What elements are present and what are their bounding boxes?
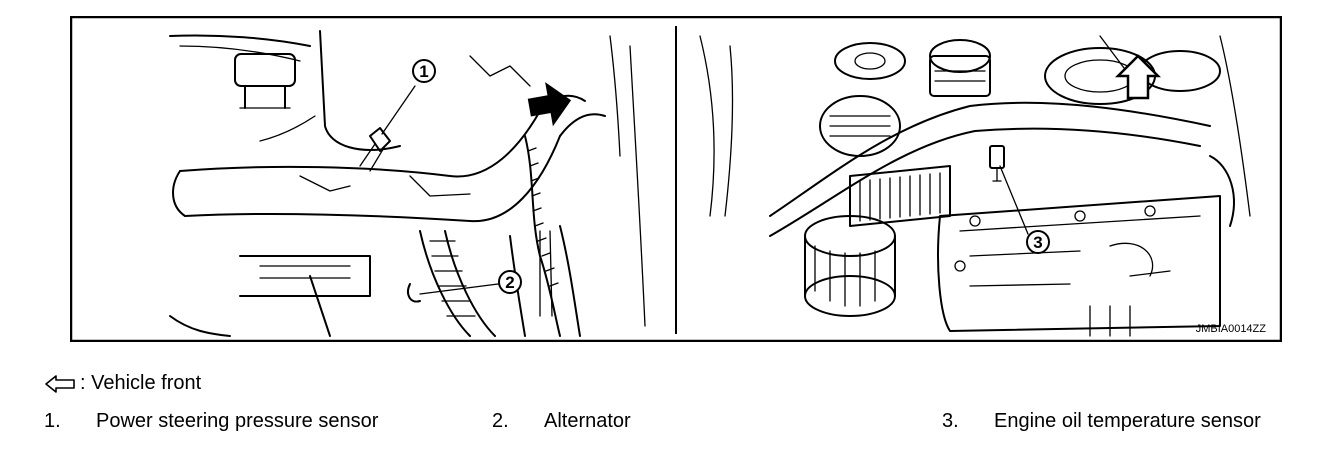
image-code: JMBIA0014ZZ (1196, 323, 1267, 335)
part-2-name: Alternator (544, 410, 631, 432)
vehicle-front-legend: : Vehicle front (44, 372, 201, 395)
vehicle-front-text: : Vehicle front (80, 372, 202, 394)
callout-3-label: 3 (1033, 233, 1042, 252)
right-panel-drawing (699, 35, 1251, 337)
vehicle-front-arrow-left (527, 82, 572, 127)
callout-2-label: 2 (505, 273, 514, 292)
callout-1-label: 1 (419, 62, 428, 81)
left-panel-drawing (169, 30, 646, 337)
part-1-name: Power steering pressure sensor (96, 410, 379, 432)
part-1-number: 1. (44, 410, 61, 432)
hollow-left-arrow-icon (45, 374, 75, 393)
engine-diagram: 1 2 (70, 16, 1282, 342)
part-3-name: Engine oil temperature sensor (994, 410, 1261, 432)
callout-3: 3 (1026, 230, 1050, 254)
part-3-number: 3. (942, 410, 959, 432)
callout-1: 1 (412, 59, 436, 83)
vehicle-front-arrow-right (1114, 54, 1162, 100)
callout-2: 2 (498, 270, 522, 294)
part-2-number: 2. (492, 410, 509, 432)
